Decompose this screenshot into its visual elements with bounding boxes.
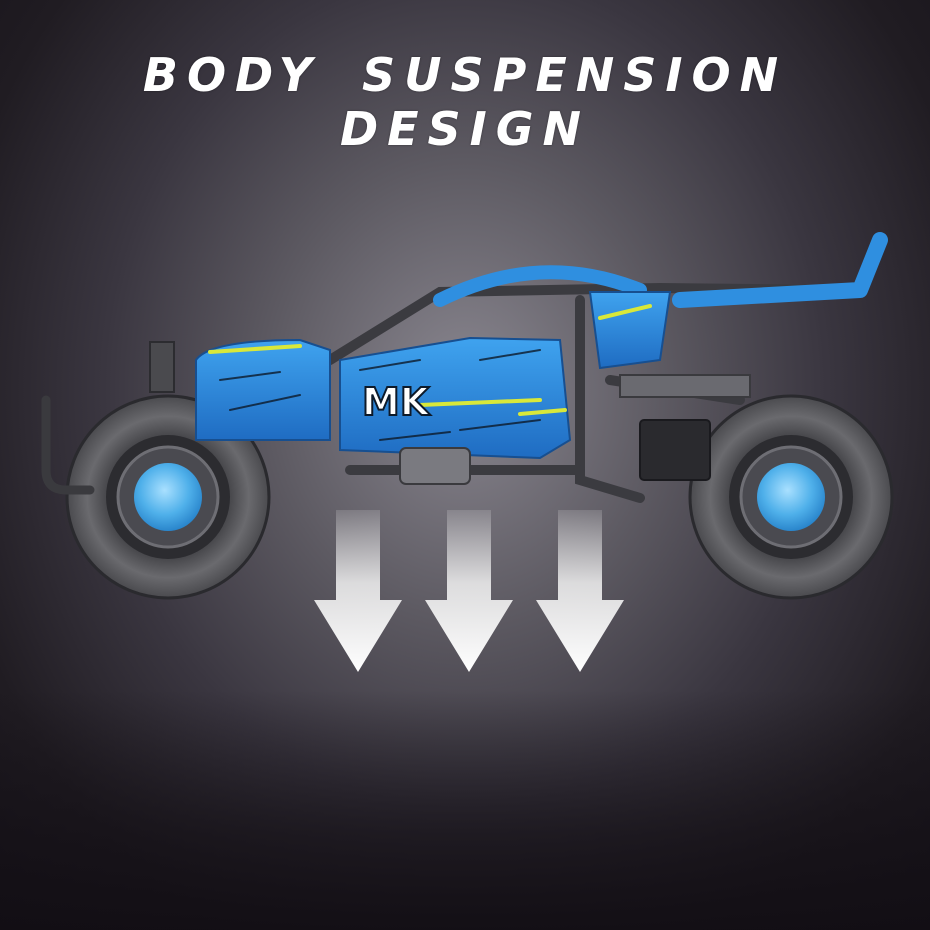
rear-bar: [41, 395, 95, 495]
down-arrow-3: [536, 510, 624, 672]
down-arrow-1: [314, 510, 402, 672]
down-arrows: [314, 510, 624, 672]
car-body: [195, 338, 331, 441]
front-shock: [619, 374, 751, 398]
front-wheel: [688, 394, 894, 600]
headline: BODY SUSPENSION DESIGN: [142, 48, 788, 156]
yellow-streaks: [208, 304, 652, 416]
rear-hub: [134, 463, 202, 531]
down-arrow-2: [425, 510, 513, 672]
rear-shock: [149, 341, 175, 393]
roof-bar: [433, 265, 647, 307]
splatter-pattern: [219, 349, 541, 441]
car-body-rear-panel: [588, 291, 672, 370]
front-arm: [672, 232, 888, 308]
floor-shadow: [0, 690, 930, 930]
front-hub: [757, 463, 825, 531]
mk-decal: MK: [362, 380, 431, 424]
rear-wheel: [65, 394, 271, 600]
car-body-main: [339, 336, 572, 460]
front-motor-block: [639, 419, 711, 481]
suspension-spring: [399, 447, 471, 485]
